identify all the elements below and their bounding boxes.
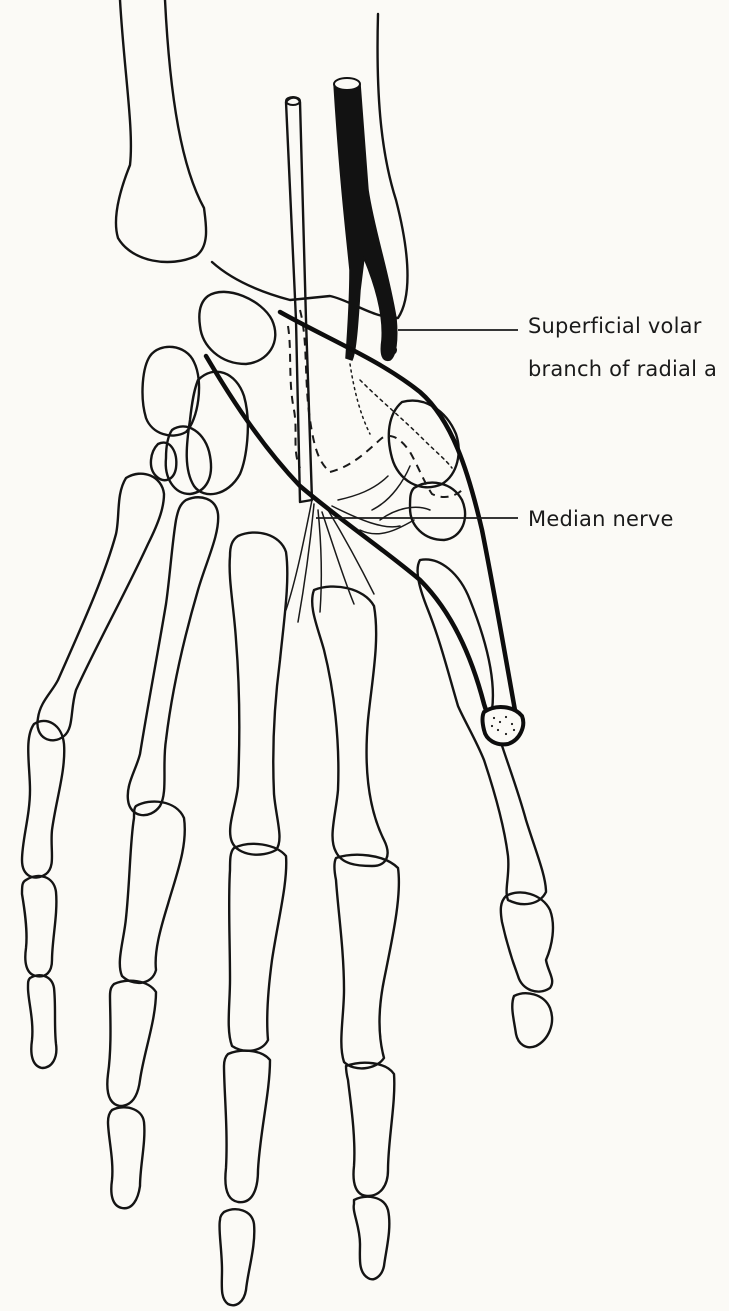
- scaphoid-tubercle: [410, 483, 465, 540]
- proximal-phalanx-4: [120, 802, 185, 983]
- hidden-carpal-outlines: [288, 310, 462, 497]
- radial-artery-cut-end: [381, 344, 397, 356]
- proximal-phalanges: [22, 721, 553, 1068]
- middle-phalanx-4: [107, 981, 156, 1106]
- artery-label-line2: branch of radial a: [528, 357, 717, 381]
- artery-label-line1: Superficial volar: [528, 314, 702, 338]
- distal-phalanx-5: [28, 975, 56, 1068]
- distal-phalanx-3: [219, 1209, 254, 1305]
- proximal-phalanx-1: [501, 892, 553, 991]
- radial-artery-opening: [334, 78, 360, 90]
- tendon-cut-end: [483, 707, 524, 744]
- branch-8: [372, 466, 410, 510]
- metacarpal-5: [37, 474, 164, 741]
- nerve-label: Median nerve: [528, 507, 674, 531]
- metacarpals: [37, 474, 546, 905]
- dotted-artery-branch: [350, 364, 370, 434]
- branch-6: [332, 506, 400, 527]
- proximal-phalanx-3: [229, 844, 287, 1051]
- pisiform: [199, 292, 275, 364]
- flexor-tendon-lines: [206, 312, 523, 744]
- tendon-line-outer: [280, 312, 516, 716]
- hamate: [187, 372, 248, 494]
- distal-phalanx-2: [354, 1197, 390, 1279]
- branch-3: [318, 510, 321, 612]
- distal-phalanges: [28, 975, 552, 1305]
- distal-phalanx-4: [108, 1107, 144, 1208]
- metacarpal-4: [128, 497, 218, 815]
- radial-artery: [334, 78, 397, 360]
- metacarpal-3: [230, 533, 288, 855]
- proximal-phalanx-2: [335, 855, 399, 1069]
- ulna: [116, 0, 206, 262]
- metacarpal-2: [312, 587, 387, 866]
- proximal-phalanx-5: [22, 721, 64, 878]
- dotted-arch: [360, 380, 452, 468]
- radial-artery-main: [334, 80, 397, 361]
- distal-phalanx-1: [512, 993, 552, 1047]
- middle-phalanges: [22, 876, 394, 1202]
- metacarpal-1: [418, 559, 546, 904]
- capitate-region: [151, 443, 176, 481]
- trapezium: [389, 401, 459, 488]
- branch-7: [338, 476, 388, 500]
- middle-phalanx-5: [22, 876, 56, 976]
- middle-phalanx-3: [224, 1051, 270, 1203]
- middle-phalanx-2: [346, 1063, 394, 1196]
